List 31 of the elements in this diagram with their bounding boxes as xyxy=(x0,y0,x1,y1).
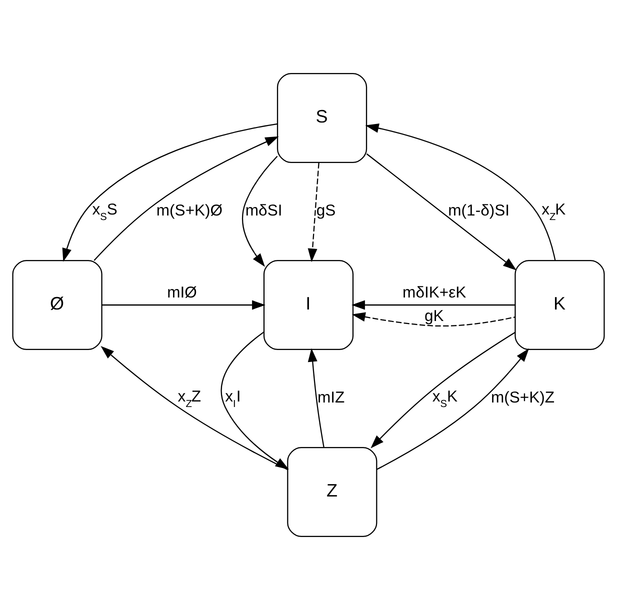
node-box: I xyxy=(263,259,354,350)
edge-label: m(1-δ)SI xyxy=(448,202,510,220)
arrow xyxy=(242,155,278,266)
arrow xyxy=(365,123,556,260)
edge-label: mδSI xyxy=(245,202,282,220)
arrow xyxy=(376,348,530,470)
node-box: Ø xyxy=(12,259,102,350)
edge-label: gS xyxy=(316,202,336,220)
node-box: S xyxy=(276,72,368,163)
edge-label: x$_{Z}$Z xyxy=(178,388,201,410)
edge-label: x$_{I}$I xyxy=(225,388,241,410)
arrow xyxy=(352,312,516,326)
arrow xyxy=(351,300,516,310)
edge-label: mIZ xyxy=(318,389,345,406)
edge-label: gK xyxy=(424,307,444,324)
arrow xyxy=(366,152,517,270)
arrow xyxy=(308,348,324,448)
node-box: Z xyxy=(287,446,378,537)
arrow xyxy=(102,300,266,310)
edge-label: m(S+K)Ø xyxy=(156,202,223,220)
edge-label: mδIK+εK xyxy=(402,284,466,301)
node-box: K xyxy=(514,259,605,350)
edge-label: m(S+K)Z xyxy=(490,389,555,406)
arrow xyxy=(370,331,516,448)
edge-label: x$_{S}$S xyxy=(92,201,118,223)
arrow xyxy=(94,136,279,260)
edge-label: x$_{Z}$K xyxy=(542,201,566,223)
edge-label: x$_{S}$K xyxy=(432,388,458,410)
arrow xyxy=(308,162,320,262)
arrow xyxy=(62,122,278,262)
edge-label: mIØ xyxy=(167,284,197,301)
